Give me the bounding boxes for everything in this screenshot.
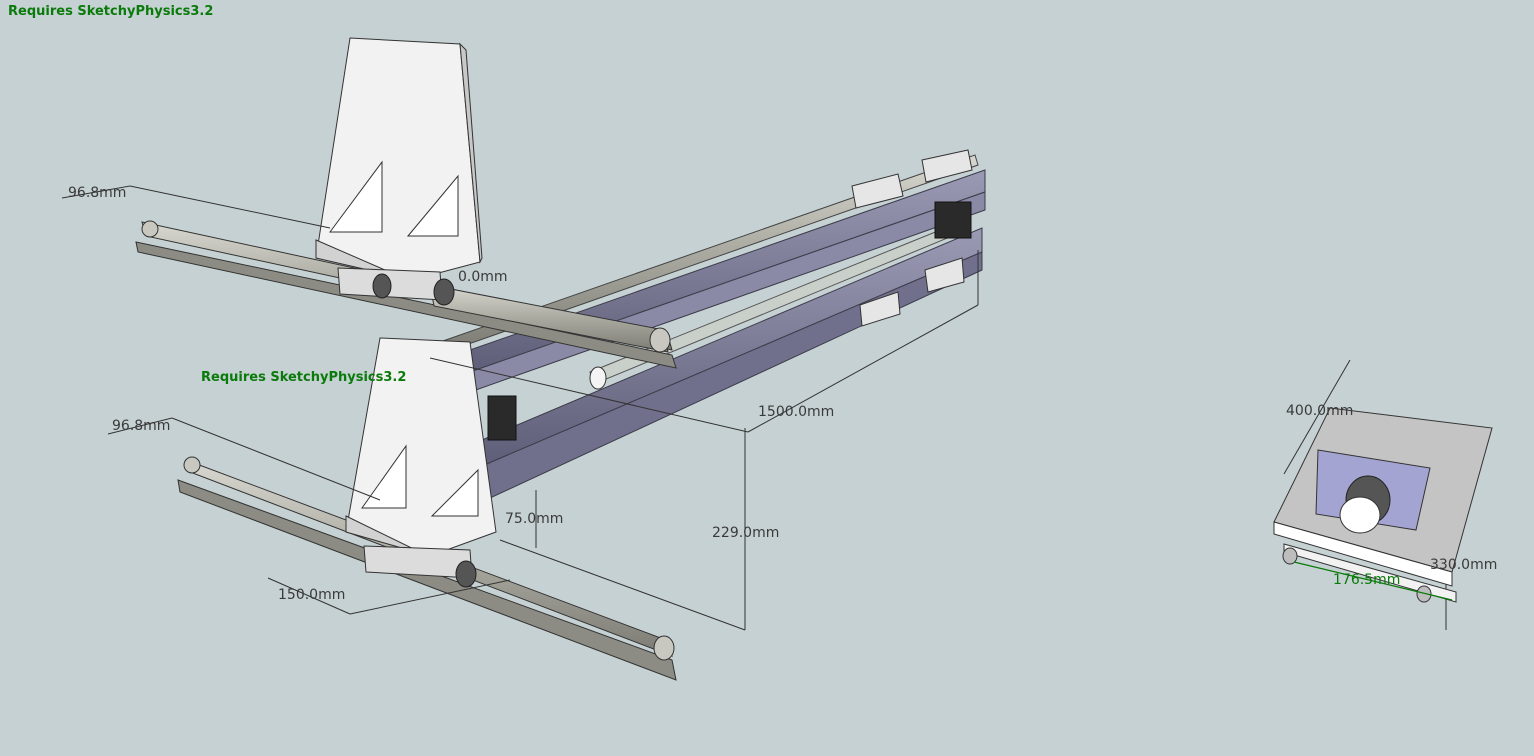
dimension-label-0-0: 0.0mm: [458, 269, 508, 285]
dimension-label-1500: 1500.0mm: [758, 404, 835, 420]
carriage-bracket-lower[interactable]: [345, 337, 497, 588]
dimension-label-400: 400.0mm: [1286, 403, 1354, 419]
plugin-note-top: Requires SketchyPhysics3.2: [8, 4, 214, 19]
table-platform[interactable]: [1273, 407, 1493, 603]
dimension-label-176-5: 176.5mm: [1333, 572, 1401, 588]
dimension-label-96-8-top: 96.8mm: [68, 185, 127, 201]
dimension-label-229: 229.0mm: [712, 525, 780, 541]
plugin-note-middle: Requires SketchyPhysics3.2: [201, 370, 407, 385]
carriage-bracket-upper[interactable]: [315, 37, 483, 306]
dimension-label-150: 150.0mm: [278, 587, 346, 603]
dimension-lines: [61, 185, 1447, 631]
green-dimension-line: [1293, 561, 1453, 601]
dimension-label-330: 330.0mm: [1430, 557, 1498, 573]
dimension-label-75: 75.0mm: [505, 511, 564, 527]
dimension-label-96-8-bottom: 96.8mm: [112, 418, 171, 434]
linear-bearing-block[interactable]: [487, 149, 973, 441]
